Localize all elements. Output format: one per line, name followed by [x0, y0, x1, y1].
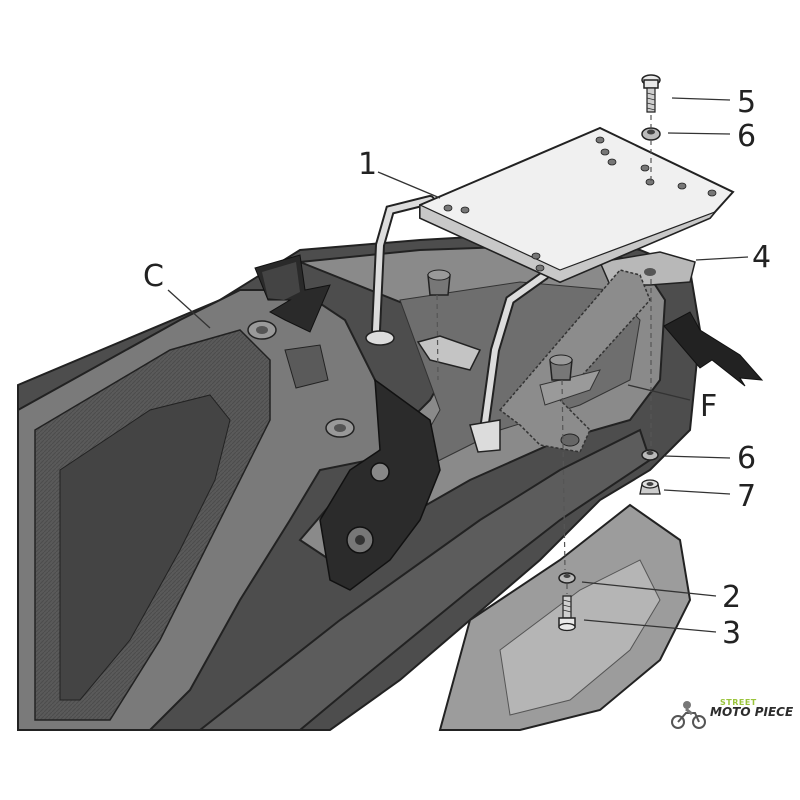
washer-2 [558, 572, 576, 584]
seat-recess [59, 394, 231, 701]
washer-6-top [641, 127, 661, 141]
bolt-3 [558, 595, 576, 632]
seat-mount-holes [247, 320, 355, 438]
callout-6-top: 6 [737, 119, 756, 154]
callout-4: 4 [752, 240, 771, 275]
callout-1: 1 [358, 147, 377, 182]
support-strut [498, 269, 651, 453]
watermark-main-text: MOTO PIECE [710, 705, 794, 719]
callout-C: C [143, 259, 164, 294]
callout-2: 2 [722, 580, 741, 615]
callout-3: 3 [722, 616, 741, 651]
callout-F: F [700, 389, 717, 424]
base-plate-hole [644, 268, 656, 276]
washer-6-bottom [641, 449, 659, 461]
rack-plate-holes [443, 136, 717, 272]
direction-arrow-right [663, 311, 764, 387]
callout-6-bottom: 6 [737, 441, 756, 476]
assembly-axes [436, 115, 652, 594]
rack-plate-edge [419, 204, 717, 283]
bolt-5 [641, 74, 661, 113]
brand-watermark: STREET MOTO PIECE [668, 697, 793, 733]
nut-7 [639, 479, 661, 495]
frame-bolts [346, 462, 390, 554]
side-bracket [416, 335, 482, 371]
watermark-top-text: STREET [720, 698, 757, 707]
leader-lines [167, 97, 749, 633]
direction-arrow-top-hatch [262, 262, 300, 300]
rubber-stops [427, 269, 573, 381]
callout-7: 7 [737, 479, 756, 514]
rack-tubes [365, 195, 550, 453]
callout-5: 5 [737, 85, 756, 120]
motorcycle-rider-logo [671, 701, 706, 729]
